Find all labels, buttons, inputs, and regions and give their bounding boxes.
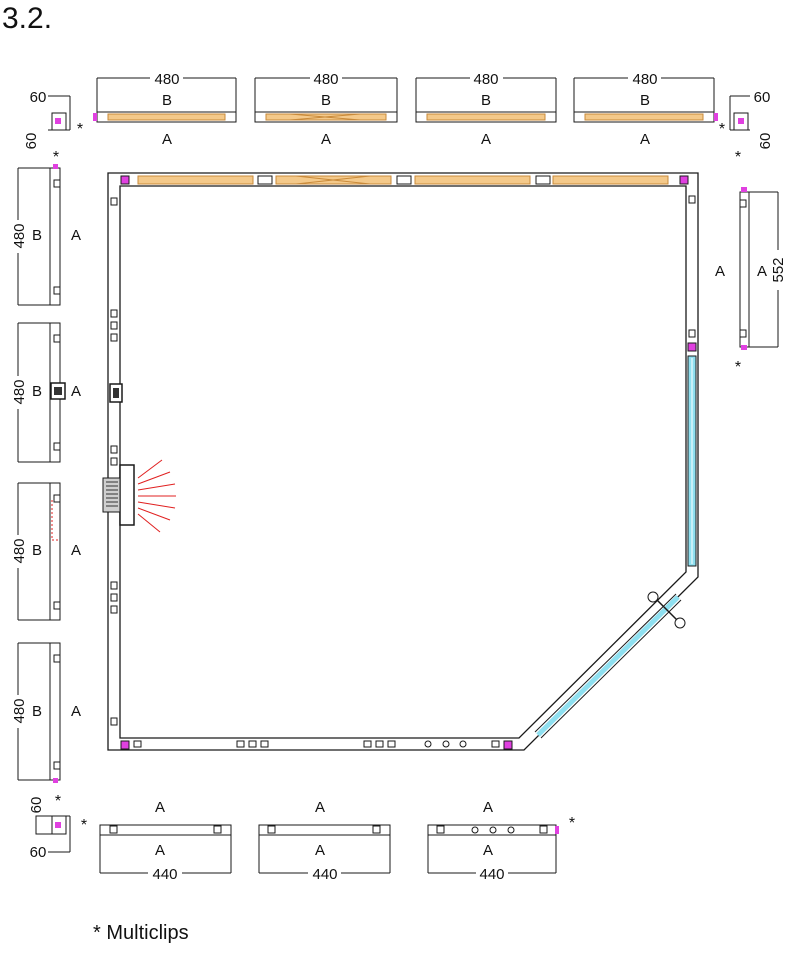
vent-hole [471, 826, 479, 834]
wood-lining [426, 113, 546, 121]
multiclip-asterisk: * [77, 121, 83, 138]
face-label-a: A [162, 131, 172, 148]
left-panel-3: 480 B A [11, 482, 81, 621]
dim-label-480: 480 [632, 71, 657, 88]
face-label-a: A [71, 542, 81, 559]
dim-label-552: 552 [770, 257, 787, 282]
vent-hole [507, 826, 515, 834]
face-label-a: A [155, 842, 165, 859]
dim-label-440: 440 [479, 866, 504, 883]
multiclip-marker [714, 113, 718, 121]
face-label-a: A [315, 842, 325, 859]
bottom-panel-2: A A 440 [258, 799, 391, 883]
footnote-multiclips: * Multiclips [93, 922, 189, 944]
corner-piece-top-left: 60 60 * [23, 89, 83, 149]
multiclip-asterisk: * [735, 359, 741, 376]
bottom-panel-1: A A 440 [99, 799, 232, 883]
heat-rays [137, 459, 176, 533]
face-label-b: B [32, 703, 42, 720]
multiclip-asterisk: * [81, 817, 87, 834]
dim-label-60: 60 [28, 797, 45, 814]
dim-label-480: 480 [313, 71, 338, 88]
dim-label-480: 480 [473, 71, 498, 88]
dim-label-480: 480 [11, 698, 28, 723]
face-label-a: A [757, 263, 767, 280]
section-heading: 3.2. [2, 2, 53, 35]
face-label-b: B [32, 383, 42, 400]
face-label-a: A [155, 799, 165, 816]
left-wall-panels: * 480 B A 480 B [11, 149, 81, 783]
face-label-a: A [483, 799, 493, 816]
vent-hole [489, 826, 497, 834]
face-label-a: A [315, 799, 325, 816]
right-wall-panel: 552 A A * [715, 187, 787, 376]
top-panel-2: 480 B A [254, 71, 398, 148]
top-wall-panels: 480 B A 480 B A [93, 71, 718, 148]
dim-label-60: 60 [30, 844, 47, 861]
top-panel-4: 480 B A [573, 71, 718, 148]
wood-lining [552, 175, 669, 185]
vent-hole [424, 740, 432, 748]
dim-label-440: 440 [152, 866, 177, 883]
multiclip-asterisk: * [55, 793, 61, 810]
face-label-a: A [321, 131, 331, 148]
face-label-a: A [481, 131, 491, 148]
face-label-a: A [640, 131, 650, 148]
dim-label-480: 480 [11, 379, 28, 404]
floor-plan [102, 172, 699, 751]
wood-lining [137, 175, 254, 185]
dim-label-60: 60 [754, 89, 771, 106]
dim-label-60: 60 [23, 133, 40, 150]
top-panel-3: 480 B A [415, 71, 557, 148]
face-label-b: B [481, 92, 491, 109]
bottom-panel-3: A A 440 * [427, 799, 575, 883]
face-label-a: A [715, 263, 725, 280]
top-panel-1: 480 B A [93, 71, 237, 148]
dim-label-60: 60 [757, 133, 774, 150]
corner-piece-top-right: 60 60 * * [719, 89, 774, 166]
multiclip-asterisk: * [719, 121, 725, 138]
vent-hole [442, 740, 450, 748]
wood-lining [584, 113, 704, 121]
left-panel-4: 480 B A [11, 642, 81, 783]
vent-hole [459, 740, 467, 748]
wood-lining [107, 113, 226, 121]
wood-lining [414, 175, 531, 185]
corner-piece-bottom-left: 60 60 * * [28, 793, 87, 861]
face-label-a: A [71, 703, 81, 720]
face-label-a: A [71, 227, 81, 244]
left-panel-1: 480 B A [11, 164, 81, 306]
dim-label-60: 60 [30, 89, 47, 106]
multiclip-asterisk: * [735, 149, 741, 166]
dim-label-480: 480 [11, 538, 28, 563]
face-label-b: B [321, 92, 331, 109]
dim-label-480: 480 [154, 71, 179, 88]
multiclip-asterisk: * [569, 815, 575, 832]
glass-door [534, 591, 686, 739]
multiclip-marker [93, 113, 97, 121]
face-label-a: A [483, 842, 493, 859]
face-label-b: B [32, 227, 42, 244]
face-label-b: B [640, 92, 650, 109]
bottom-wall-panels: 60 60 * * A A 440 A [28, 793, 575, 883]
face-label-a: A [71, 383, 81, 400]
face-label-b: B [32, 542, 42, 559]
left-panel-2: 480 B A [11, 322, 81, 463]
multiclip-asterisk: * [53, 149, 59, 166]
face-label-b: B [162, 92, 172, 109]
sauna-heater [102, 459, 176, 533]
door-handle [656, 599, 678, 621]
dim-label-440: 440 [312, 866, 337, 883]
dim-label-480: 480 [11, 223, 28, 248]
